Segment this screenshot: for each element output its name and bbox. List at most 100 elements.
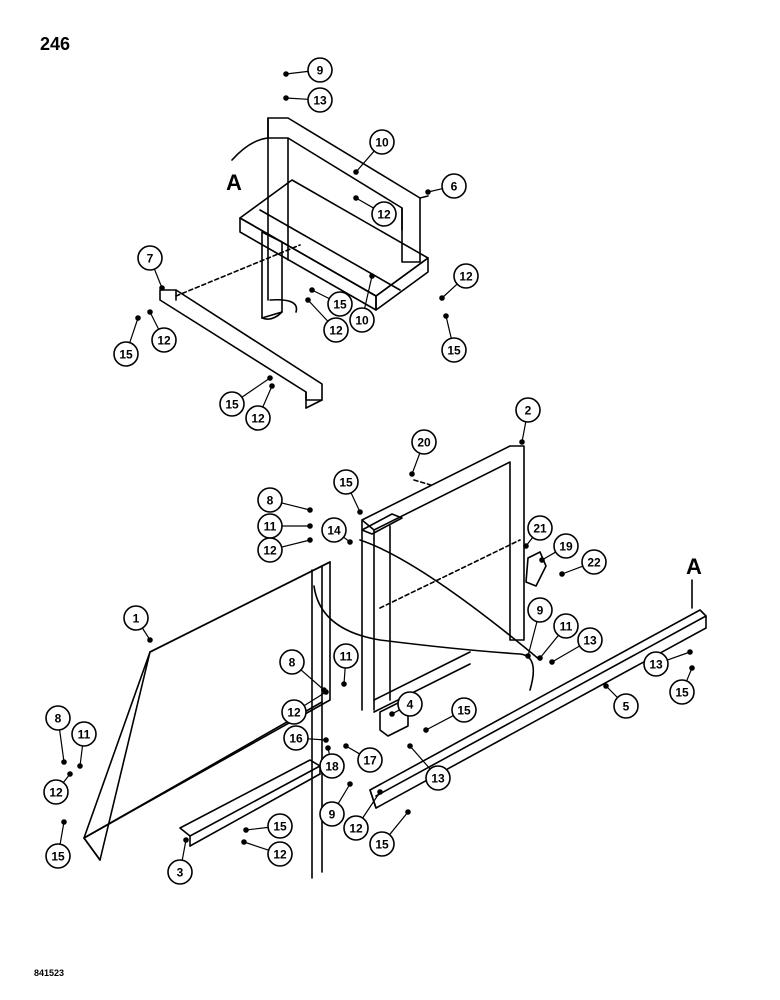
callout-c18: 18: [319, 745, 345, 779]
callout-number: 9: [317, 64, 324, 78]
leader-tip: [61, 759, 67, 765]
callout-bubble: [319, 753, 345, 779]
callout-number: 8: [267, 494, 274, 508]
callout-number: 11: [78, 728, 91, 742]
callout-number: 10: [375, 136, 389, 150]
leader-tip: [307, 507, 313, 513]
leader-tip: [341, 681, 347, 687]
callout-leader: [364, 275, 373, 309]
callout-c12f: 12: [257, 537, 313, 563]
callout-bubble: [669, 679, 695, 705]
callout-leader: [445, 315, 452, 339]
leader-tip: [425, 189, 431, 195]
page-number: 246: [40, 34, 71, 54]
callout-leader: [243, 841, 270, 851]
leader-tip: [147, 309, 153, 315]
leader-tip: [325, 745, 331, 751]
callout-bubble: [441, 337, 467, 363]
callout-bubble: [43, 779, 69, 805]
callout-number: 12: [157, 334, 171, 348]
callout-number: 9: [329, 808, 336, 822]
side-panel-part-1: [83, 561, 331, 861]
callout-number: 5: [623, 700, 630, 714]
callout-number: 12: [273, 848, 287, 862]
callout-bubble: [527, 515, 553, 541]
callout-c8b: 8: [279, 649, 327, 693]
callout-bubble: [283, 725, 309, 751]
callout-number: 17: [363, 754, 377, 768]
callout-leader: [59, 821, 65, 845]
callout-leader: [355, 150, 375, 173]
callout-bubble: [451, 697, 477, 723]
callout-c15e: 15: [333, 469, 363, 515]
callout-c16: 16: [283, 725, 329, 751]
callout-c6: 6: [425, 173, 467, 199]
leader-tip: [603, 683, 609, 689]
callout-number: 18: [325, 760, 339, 774]
callout-c9b: 9: [525, 597, 553, 659]
callout-c12h: 12: [43, 771, 73, 805]
callout-number: 4: [407, 698, 414, 712]
callout-number: 15: [273, 820, 287, 834]
callout-leader: [355, 197, 375, 209]
callout-c15b: 15: [309, 287, 353, 317]
callout-c12j: 12: [241, 839, 293, 867]
callout-leader: [300, 669, 325, 691]
leader-tip: [443, 313, 449, 319]
leader-tip: [283, 71, 289, 77]
leader-tip: [687, 649, 693, 655]
callout-c5: 5: [603, 683, 639, 719]
callout-c11d: 11: [71, 721, 97, 769]
callout-bubble: [527, 597, 553, 623]
callout-leader: [527, 621, 538, 657]
callout-c8a: 8: [257, 487, 313, 513]
callout-bubble: [425, 765, 451, 791]
callout-c15h: 15: [45, 819, 71, 869]
callout-leader: [311, 289, 330, 300]
leader-tip: [409, 471, 415, 477]
callout-c15f: 15: [669, 665, 695, 705]
callout-leader: [262, 385, 273, 408]
callout-bubble: [307, 57, 333, 83]
hidden-lines: [379, 479, 521, 609]
callout-bubble: [113, 341, 139, 367]
callout-c10a: 10: [353, 129, 395, 175]
leader-tip: [241, 839, 247, 845]
callout-number: 12: [263, 544, 277, 558]
callout-c8c: 8: [45, 705, 71, 765]
view-marker-bottom: A: [686, 554, 702, 579]
leader-tip: [267, 375, 273, 381]
callout-bubble: [257, 537, 283, 563]
callout-bubble: [369, 129, 395, 155]
leader-tip: [61, 819, 67, 825]
callout-bubble: [45, 705, 71, 731]
leader-tip: [347, 781, 353, 787]
callout-c4: 4: [389, 691, 423, 717]
callout-leader: [350, 492, 361, 513]
callout-leader: [59, 729, 65, 763]
callout-bubble: [371, 201, 397, 227]
leader-tip: [147, 637, 153, 643]
callout-number: 15: [333, 298, 347, 312]
callout-leader: [666, 651, 691, 661]
callout-c14: 14: [321, 517, 353, 545]
callout-c9a: 9: [283, 57, 333, 83]
callout-c21: 21: [523, 515, 553, 549]
callout-c11b: 11: [537, 613, 579, 661]
callout-leader: [241, 377, 271, 398]
leader-tip: [439, 295, 445, 301]
leader-tip: [323, 689, 329, 695]
callout-c22: 22: [559, 549, 607, 577]
callout-bubble: [257, 487, 283, 513]
callout-c15i: 15: [369, 809, 411, 857]
callout-c12g: 12: [281, 689, 329, 725]
callout-bubble: [151, 327, 177, 353]
callout-number: 11: [560, 620, 573, 634]
callout-bubble: [123, 605, 149, 631]
callout-c2: 2: [515, 397, 541, 445]
callout-leader: [539, 634, 560, 659]
callout-bubble: [581, 549, 607, 575]
callout-leader: [153, 268, 163, 289]
leader-tip: [407, 743, 413, 749]
leader-tip: [347, 539, 353, 545]
